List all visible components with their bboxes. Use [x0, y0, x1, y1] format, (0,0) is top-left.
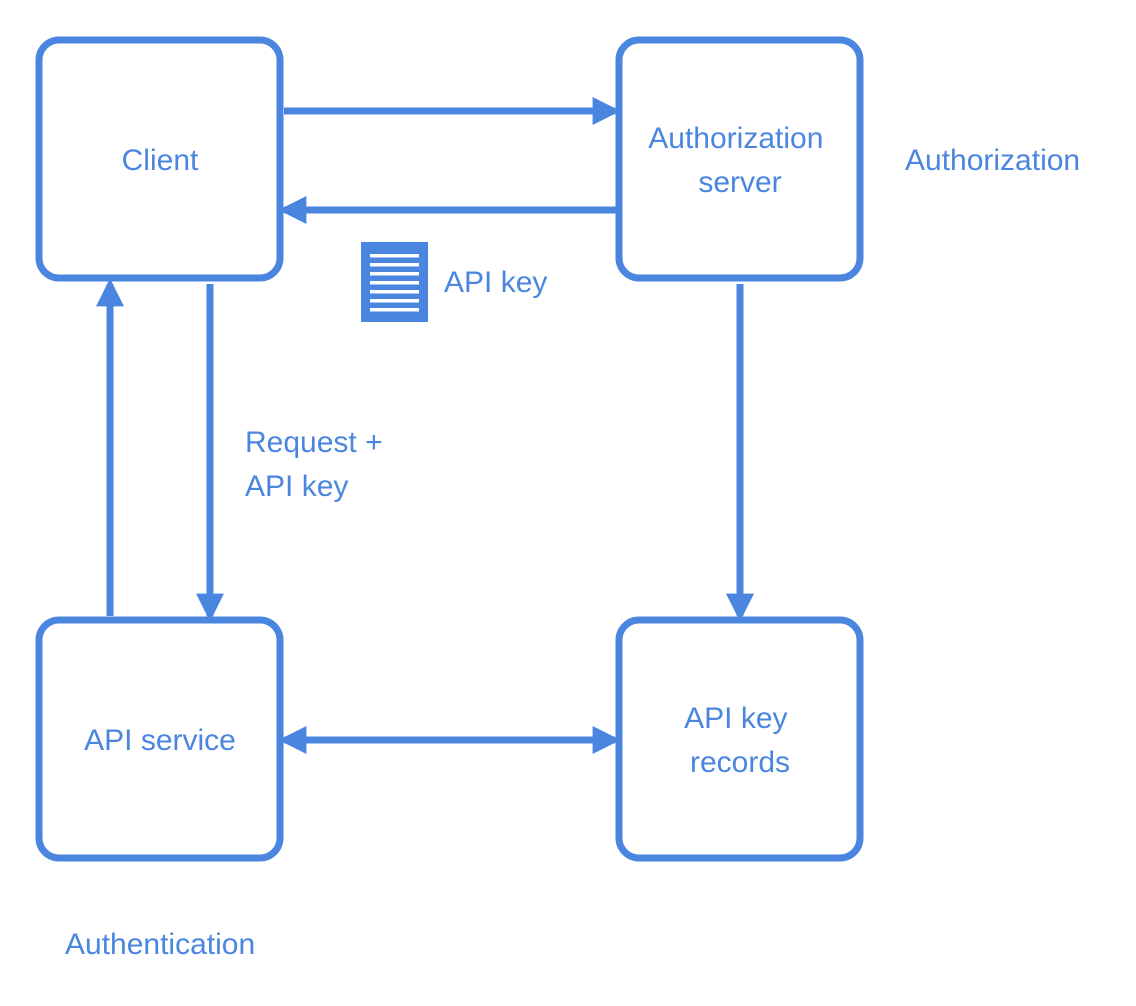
api-service-label: API service — [84, 724, 236, 757]
request-label-line1: Request + — [245, 426, 383, 459]
api-key-label: API key — [444, 266, 547, 299]
client-label: Client — [122, 144, 199, 177]
document-icon — [361, 242, 428, 322]
authorization-server-label-line1: Authorization — [648, 122, 823, 155]
request-label: Request + API key — [245, 426, 391, 503]
authorization-server-label-line2: server — [698, 166, 781, 199]
request-label-line2: API key — [245, 470, 348, 503]
authorization-label: Authorization — [905, 144, 1080, 177]
authorization-server-box — [615, 36, 864, 282]
client-box — [35, 36, 284, 282]
api-key-records-label-line1: API key — [684, 702, 787, 735]
authorization-server-label: Authorization server — [648, 122, 831, 199]
authentication-label: Authentication — [65, 928, 255, 961]
api-key-records-box — [615, 616, 864, 862]
api-key-records-label-line2: records — [690, 746, 790, 779]
api-key-records-label: API key records — [684, 702, 796, 779]
